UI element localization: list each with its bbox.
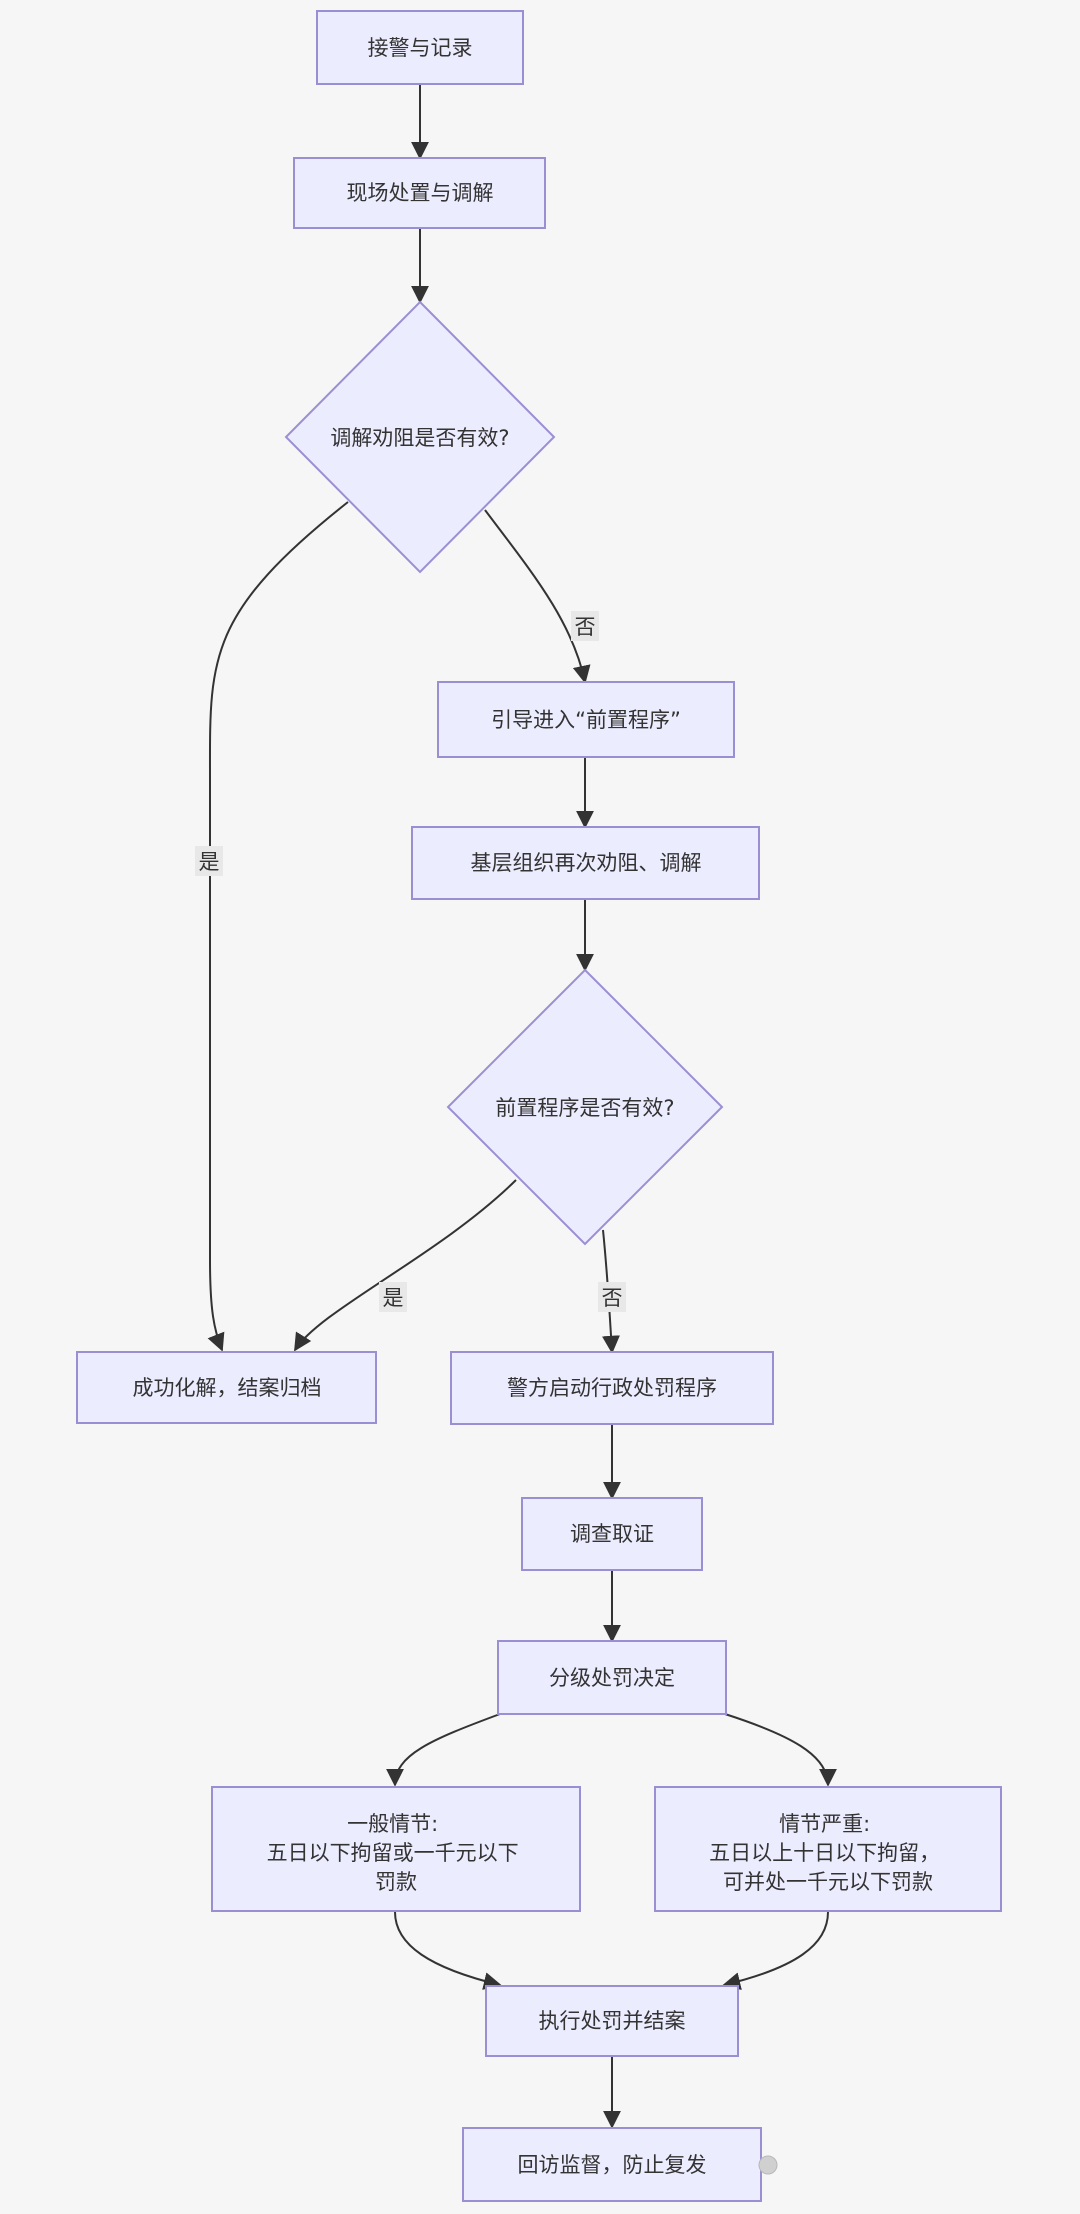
node-follow-up[interactable]: 回访监督，防止复发 xyxy=(462,2127,762,2202)
svg-text:执行处罚并结案: 执行处罚并结案 xyxy=(539,2009,686,2033)
decision-mediation-effective[interactable]: 调解劝阻是否有效? xyxy=(284,300,556,574)
node-receive-alarm[interactable]: 接警与记录 xyxy=(316,10,524,85)
edge-decision2-yes xyxy=(294,1179,517,1352)
svg-text:接警与记录: 接警与记录 xyxy=(368,36,473,60)
edge-label-no-2: 否 xyxy=(598,1282,626,1312)
svg-text:现场处置与调解: 现场处置与调解 xyxy=(347,181,494,205)
node-guide-preprocedure[interactable]: 引导进入“前置程序” xyxy=(437,681,735,758)
svg-text:成功化解，结案归档: 成功化解，结案归档 xyxy=(133,1376,322,1400)
corner-dot-icon xyxy=(758,2155,778,2175)
svg-text:前置程序是否有效?: 前置程序是否有效? xyxy=(495,1096,674,1120)
svg-text:一般情节: 五日以下拘留或一千元以下: 一般情节: 五日以下拘留或一千元以下 罚款 xyxy=(267,1812,526,1894)
svg-text:情节严重: 五日以上十日以下拘留，: 情节严重: 五日以上十日以下拘留， 可并处一千元以下罚款 xyxy=(709,1812,947,1894)
svg-text:调查取证: 调查取证 xyxy=(570,1522,654,1546)
svg-text:否: 否 xyxy=(575,615,596,639)
node-police-admin-penalty[interactable]: 警方启动行政处罚程序 xyxy=(450,1351,774,1425)
edge-decision1-no xyxy=(484,509,591,684)
svg-text:是: 是 xyxy=(199,850,220,874)
svg-text:否: 否 xyxy=(602,1286,623,1310)
node-onsite-mediation[interactable]: 现场处置与调解 xyxy=(293,157,546,229)
node-serious-case[interactable]: 情节严重: 五日以上十日以下拘留， 可并处一千元以下罚款 xyxy=(654,1786,1002,1912)
edge-label-no-1: 否 xyxy=(571,611,599,641)
edges xyxy=(207,84,837,2129)
svg-text:引导进入“前置程序”: 引导进入“前置程序” xyxy=(491,708,681,732)
edge-decision-to-serious xyxy=(724,1713,837,1787)
svg-text:调解劝阻是否有效?: 调解劝阻是否有效? xyxy=(330,426,509,450)
edge-label-yes-2: 是 xyxy=(379,1282,407,1312)
svg-text:是: 是 xyxy=(383,1286,404,1310)
node-investigation[interactable]: 调查取证 xyxy=(521,1497,703,1571)
node-resolved-archived[interactable]: 成功化解，结案归档 xyxy=(76,1351,377,1424)
node-execute-close[interactable]: 执行处罚并结案 xyxy=(485,1985,739,2057)
svg-text:回访监督，防止复发: 回访监督，防止复发 xyxy=(518,2153,707,2177)
edge-decision1-yes xyxy=(207,501,349,1352)
svg-text:基层组织再次劝阻、调解: 基层组织再次劝阻、调解 xyxy=(471,851,702,875)
node-graded-decision[interactable]: 分级处罚决定 xyxy=(497,1640,727,1715)
svg-text:警方启动行政处罚程序: 警方启动行政处罚程序 xyxy=(507,1376,717,1400)
node-grassroots-mediation[interactable]: 基层组织再次劝阻、调解 xyxy=(411,826,760,900)
decision-preprocedure-effective[interactable]: 前置程序是否有效? xyxy=(446,968,724,1246)
edge-label-yes-1: 是 xyxy=(195,846,223,876)
edge-general-to-execute xyxy=(394,1911,502,1990)
edge-decision-to-general xyxy=(386,1713,501,1787)
node-general-case[interactable]: 一般情节: 五日以下拘留或一千元以下 罚款 xyxy=(211,1786,581,1912)
svg-text:分级处罚决定: 分级处罚决定 xyxy=(549,1666,675,1690)
edge-serious-to-execute xyxy=(722,1911,829,1990)
